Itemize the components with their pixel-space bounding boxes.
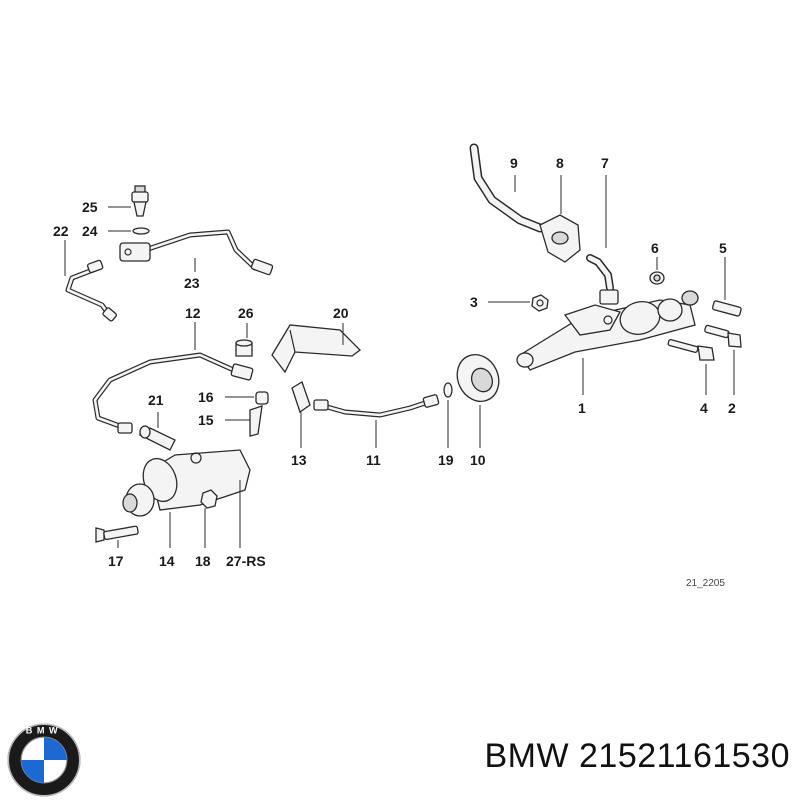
svg-text:9: 9 <box>510 155 518 171</box>
part-27-rs-repair-kit: 27-RS <box>226 480 266 569</box>
svg-text:7: 7 <box>601 155 609 171</box>
svg-text:3: 3 <box>470 294 478 310</box>
diagram-ref-number: 21_2205 <box>686 578 725 589</box>
svg-text:1: 1 <box>578 400 586 416</box>
part-5-pin: 5 <box>711 240 742 317</box>
part-17-bolt: 17 <box>95 525 139 569</box>
svg-text:24: 24 <box>82 223 98 239</box>
svg-text:2: 2 <box>728 400 736 416</box>
part-4-bolt: 4 <box>667 339 715 416</box>
svg-text:12: 12 <box>185 305 201 321</box>
svg-text:4: 4 <box>700 400 708 416</box>
part-9-hose: 9 <box>469 143 545 233</box>
svg-text:5: 5 <box>719 240 727 256</box>
svg-text:18: 18 <box>195 553 211 569</box>
part-6-clamp: 6 <box>649 240 665 285</box>
svg-text:BMW: BMW <box>26 725 62 735</box>
svg-text:27-RS: 27-RS <box>226 553 266 569</box>
svg-text:10: 10 <box>470 452 486 468</box>
part-22-pipe: 22 <box>53 223 117 322</box>
svg-text:11: 11 <box>366 452 381 468</box>
part-10-boot: 10 <box>456 354 500 468</box>
part-20-bracket: 20 <box>271 305 361 374</box>
part-23-pipe-with-block: 23 <box>119 229 274 291</box>
part-25-pressure-switch: 25 <box>82 185 149 217</box>
part-3-nut: 3 <box>470 294 549 312</box>
svg-text:20: 20 <box>333 305 349 321</box>
part-14-slave-cylinder: 14 <box>122 449 251 569</box>
part-2-bolt: 2 <box>704 324 742 416</box>
svg-text:17: 17 <box>108 553 124 569</box>
svg-text:19: 19 <box>438 452 454 468</box>
svg-text:8: 8 <box>556 155 564 171</box>
part-21-adapter: 21 <box>138 392 176 451</box>
part-12-hose: 12 <box>92 305 254 434</box>
svg-text:14: 14 <box>159 553 175 569</box>
part-8-reservoir-cap: 8 <box>539 155 581 263</box>
part-13-clip: 13 <box>291 381 311 468</box>
svg-text:23: 23 <box>184 275 200 291</box>
svg-text:15: 15 <box>198 412 214 428</box>
svg-text:16: 16 <box>198 389 214 405</box>
svg-text:6: 6 <box>651 240 659 256</box>
part-16-cap: 16 <box>198 389 269 405</box>
svg-text:21: 21 <box>148 392 164 408</box>
svg-text:26: 26 <box>238 305 254 321</box>
part-7-elbow-fitting: 7 <box>586 155 614 292</box>
part-18-nut: 18 <box>195 489 218 569</box>
part-number-caption: BMW 21521161530 <box>484 737 790 775</box>
part-19-washer: 19 <box>438 382 454 468</box>
part-1-master-cylinder: 1 <box>516 289 699 416</box>
part-26-grommet: 26 <box>235 305 254 357</box>
part-24-seal-ring: 24 <box>82 223 150 239</box>
bmw-logo: BMW <box>7 723 81 797</box>
part-15-bleed-screw: 15 <box>198 405 263 437</box>
svg-text:25: 25 <box>82 199 98 215</box>
part-11-line: 11 <box>313 394 440 468</box>
svg-text:13: 13 <box>291 452 307 468</box>
svg-text:22: 22 <box>53 223 69 239</box>
